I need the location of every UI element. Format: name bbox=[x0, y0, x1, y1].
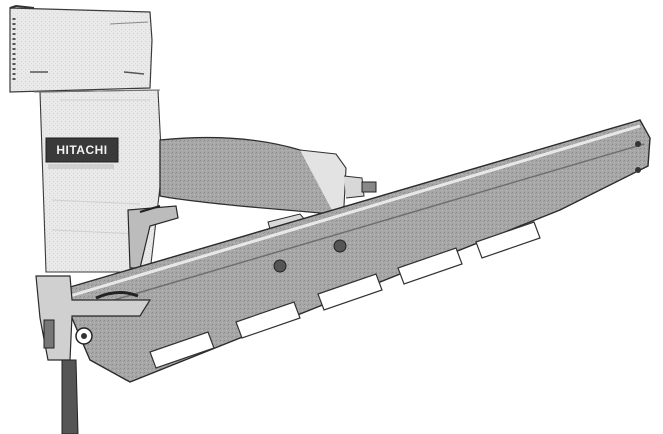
engine-cap bbox=[9, 4, 153, 93]
rail-screw bbox=[273, 259, 287, 273]
nose-driver bbox=[35, 275, 152, 434]
rail-screw bbox=[333, 239, 347, 253]
rail-end-pin bbox=[635, 167, 641, 173]
magazine-slots bbox=[149, 221, 541, 369]
brand-label: HITACHI bbox=[56, 143, 107, 157]
brand-label-plate: HITACHI bbox=[45, 137, 119, 169]
magazine-rail bbox=[59, 119, 651, 383]
handle-grip bbox=[159, 136, 377, 215]
rail-end-pin bbox=[635, 141, 641, 147]
